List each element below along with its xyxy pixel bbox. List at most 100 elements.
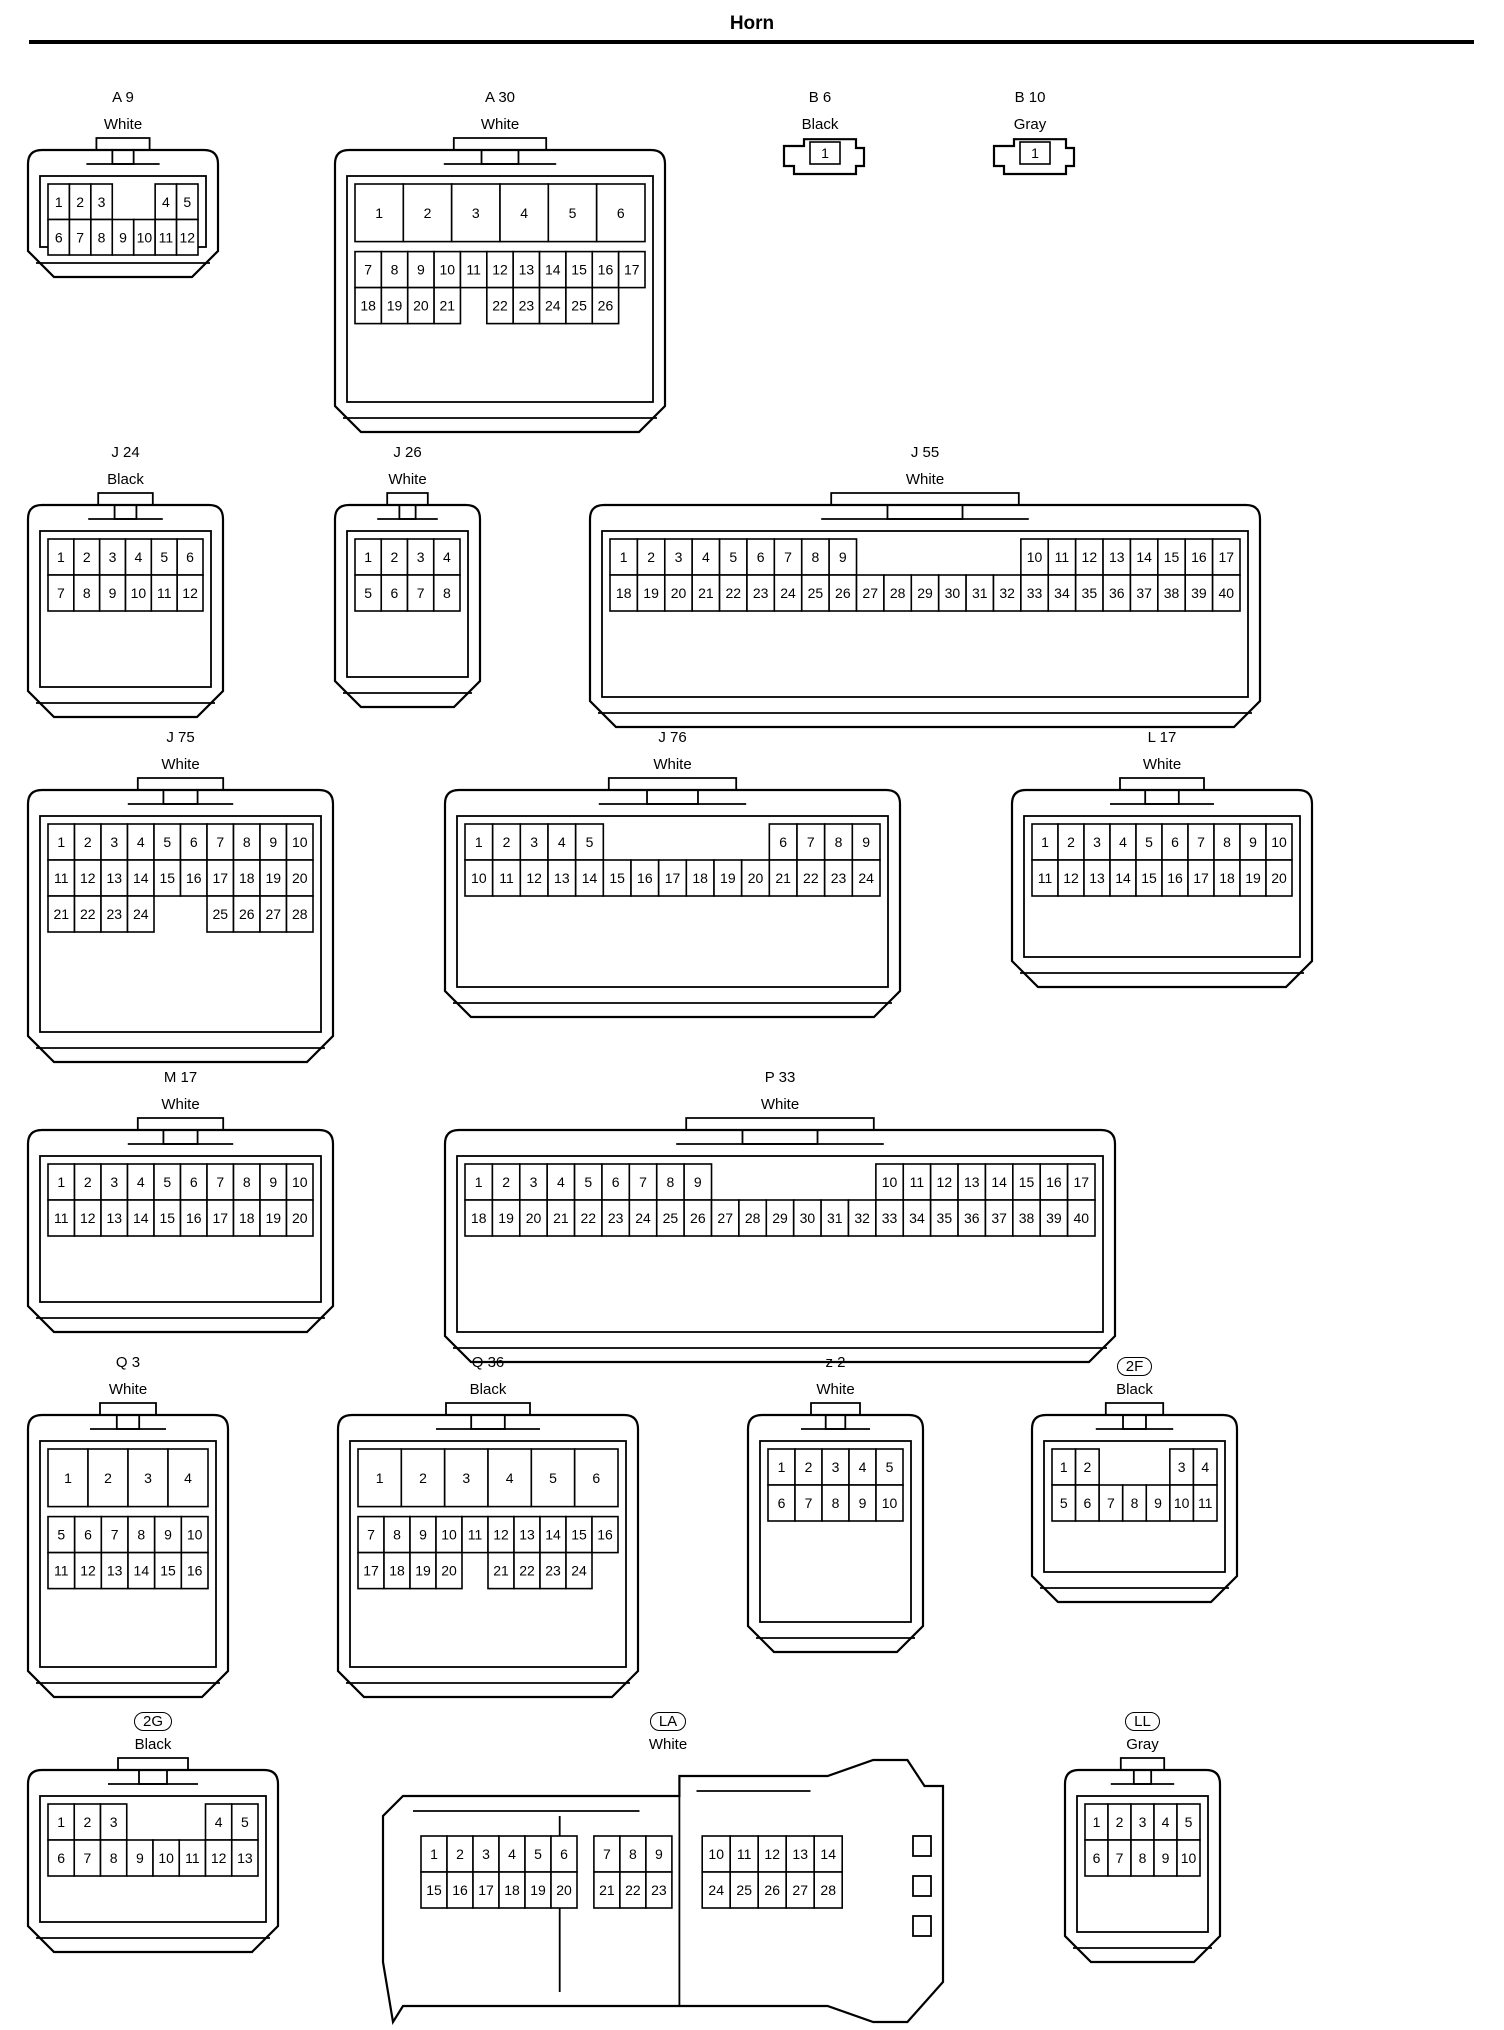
pin-number: 1 — [821, 145, 829, 161]
pin-number: 28 — [745, 1210, 761, 1226]
conn-la-g1-pin-2: 2 — [446, 1835, 474, 1873]
pin-number: 40 — [1219, 585, 1235, 601]
conn-j55-pin-18: 18 — [609, 574, 639, 612]
pin-number: 33 — [882, 1210, 898, 1226]
pin-number: 15 — [160, 1563, 176, 1579]
conn-j55-pin-32: 32 — [992, 574, 1022, 612]
connector-color: White — [161, 756, 200, 773]
conn-la-g1-pin-18: 18 — [498, 1871, 526, 1909]
pin-number: 20 — [292, 870, 308, 886]
pin-number: 5 — [569, 205, 577, 221]
conn-j24-pin-4: 4 — [124, 538, 153, 576]
pin-number: 10 — [131, 585, 147, 601]
pin-number: 6 — [55, 229, 63, 245]
conn-z2-pin-2: 2 — [794, 1448, 823, 1486]
pin-number: 18 — [504, 1882, 520, 1898]
pin-number: 13 — [554, 870, 570, 886]
conn-j76-pin-6: 6 — [768, 823, 798, 861]
pin-number: 7 — [76, 229, 84, 245]
conn-j24-pin-8: 8 — [73, 574, 101, 612]
pin-number: 20 — [748, 870, 764, 886]
conn-j55-pin-30: 30 — [937, 574, 967, 612]
conn-j55-pin-35: 35 — [1074, 574, 1104, 612]
pin-number: 13 — [964, 1174, 980, 1190]
conn-j76-pin-4: 4 — [547, 823, 577, 861]
connector-code: M 17 — [28, 1070, 333, 1086]
pin-number: 15 — [1019, 1174, 1035, 1190]
conn-a9-pin-8: 8 — [90, 218, 114, 256]
pin-number: 27 — [862, 585, 878, 601]
conn-m17-pin-6: 6 — [179, 1163, 208, 1201]
connector-code-text: A 30 — [484, 89, 516, 106]
conn-j75-pin-15: 15 — [153, 859, 182, 897]
pin-number: 7 — [417, 585, 425, 601]
connector-code: Q 3 — [28, 1355, 228, 1371]
pin-number: 20 — [413, 298, 429, 314]
pin-number: 7 — [805, 1495, 813, 1511]
pin-number: 21 — [599, 1882, 615, 1898]
pin-number: 2 — [456, 1846, 464, 1862]
conn-q3-pin-12: 12 — [73, 1551, 103, 1590]
conn-q36-pin-20: 20 — [435, 1551, 463, 1590]
pin-number: 35 — [937, 1210, 953, 1226]
pin-number: 7 — [1116, 1850, 1124, 1866]
pin-number: 6 — [1083, 1495, 1091, 1511]
conn-q36-pin-9: 9 — [409, 1515, 437, 1554]
pin-number: 5 — [163, 834, 171, 850]
conn-l17-pin-19: 19 — [1239, 859, 1267, 897]
pin-number: 3 — [462, 1470, 470, 1486]
pin-number: 8 — [391, 262, 399, 278]
conn-a30-pin-3: 3 — [450, 183, 501, 243]
conn-j76-pin-2: 2 — [491, 823, 522, 861]
conn-p33-pin-4: 4 — [546, 1163, 576, 1201]
connector-code-oval: 2G — [133, 1712, 172, 1731]
conn-a9-pin-6: 6 — [47, 218, 71, 256]
pin-number: 26 — [690, 1210, 706, 1226]
conn-a9-pin-12: 12 — [175, 218, 199, 256]
conn-2g-pin-1: 1 — [47, 1803, 76, 1841]
pin-number: 39 — [1191, 585, 1207, 601]
pin-number: 32 — [999, 585, 1015, 601]
pin-number: 9 — [269, 834, 277, 850]
conn-m17-pin-20: 20 — [285, 1199, 314, 1237]
conn-2g-pin-12: 12 — [204, 1839, 233, 1877]
pin-number: 13 — [792, 1846, 808, 1862]
pin-number: 5 — [584, 1174, 592, 1190]
pin-number: 19 — [1245, 870, 1261, 886]
conn-j26-pin-7: 7 — [406, 574, 435, 612]
pin-number: 1 — [376, 1470, 384, 1486]
connector-code-text: J 75 — [166, 729, 195, 746]
pin-number: 17 — [363, 1563, 379, 1579]
pin-number: 6 — [1093, 1850, 1101, 1866]
conn-2g-pin-4: 4 — [204, 1803, 233, 1841]
conn-2g-pin-8: 8 — [99, 1839, 128, 1877]
pin-number: 1 — [55, 194, 63, 210]
connector-color: Black — [107, 471, 144, 488]
pin-number: 6 — [560, 1846, 568, 1862]
pin-number: 6 — [617, 205, 625, 221]
conn-m17-pin-2: 2 — [73, 1163, 102, 1201]
connector-color: Black — [469, 1381, 507, 1398]
connector-code-text: P 33 — [764, 1069, 796, 1086]
connector-code: L 17 — [1012, 730, 1312, 746]
conn-p33-pin-32: 32 — [847, 1199, 877, 1237]
conn-j75-pin-1: 1 — [47, 823, 76, 861]
pin-number: 19 — [530, 1882, 546, 1898]
conn-j76-pin-11: 11 — [491, 859, 522, 897]
conn-j55-pin-12: 12 — [1074, 538, 1104, 576]
pin-number: 3 — [98, 194, 106, 210]
pin-number: 18 — [692, 870, 708, 886]
pin-number: 24 — [780, 585, 796, 601]
pin-number: 11 — [159, 229, 174, 245]
conn-ll-pin-4: 4 — [1153, 1803, 1178, 1841]
pin-number: 12 — [80, 870, 96, 886]
conn-a9-pin-5: 5 — [175, 183, 199, 221]
conn-m17-pin-9: 9 — [259, 1163, 288, 1201]
pin-number: 7 — [111, 1527, 119, 1543]
